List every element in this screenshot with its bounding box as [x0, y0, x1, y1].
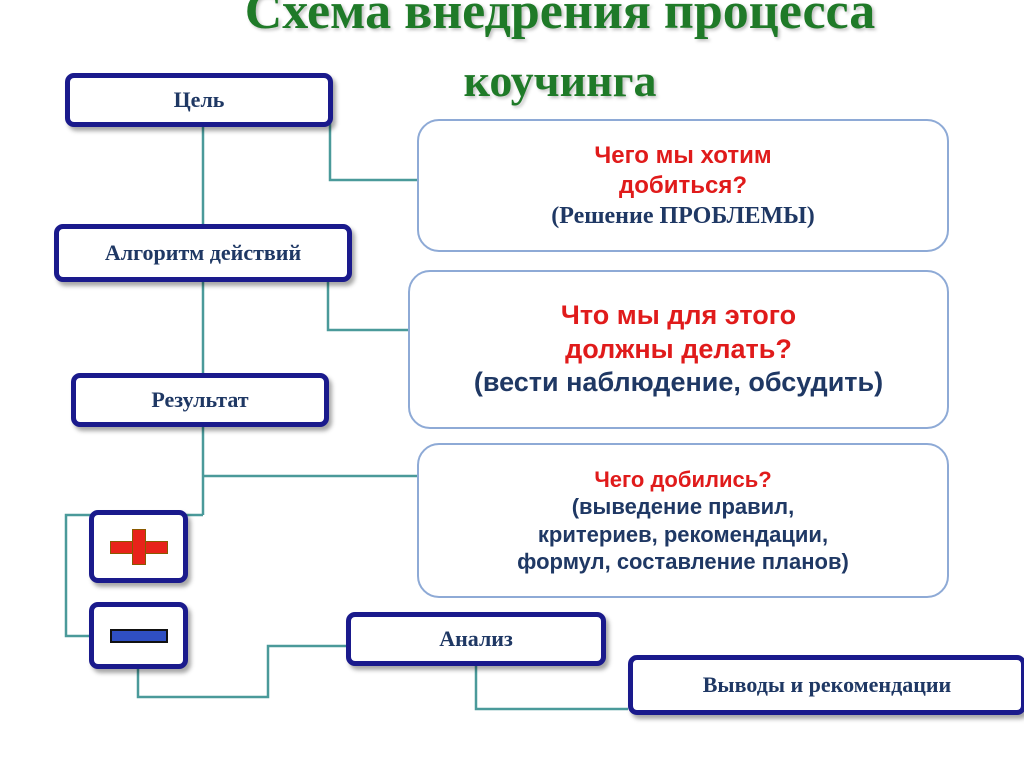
analysis-box: Анализ — [346, 612, 606, 666]
card-detail: критериев, рекомендации, — [537, 521, 829, 547]
card-detail: (Решение ПРОБЛЕМЫ) — [551, 202, 815, 229]
minus-box — [89, 602, 188, 669]
plus-box — [89, 510, 188, 583]
algorithm-card: Что мы для этого должны делать? (вести н… — [408, 270, 949, 429]
card-detail: формул, составление планов) — [517, 549, 849, 574]
goal-to-card1-line — [328, 104, 417, 182]
minus-icon — [109, 628, 168, 643]
algorithm-box: Алгоритм действий — [54, 224, 352, 282]
result-box: Результат — [71, 373, 329, 427]
conclusions-box: Выводы и рекомендации — [628, 655, 1024, 715]
card-question: добиться? — [619, 171, 747, 199]
goal-label: Цель — [173, 87, 225, 112]
plus-icon — [109, 528, 168, 565]
goal-card: Чего мы хотим добиться? (Решение ПРОБЛЕМ… — [417, 119, 949, 252]
minus-to-analysis-line — [136, 644, 346, 699]
card-question: Что мы для этого — [560, 299, 797, 330]
analysis-to-conclusions-line — [474, 666, 628, 711]
page-subtitle: коучинга — [463, 55, 657, 106]
result-label: Результат — [151, 387, 249, 412]
card-question: Чего мы хотим — [594, 141, 772, 169]
card-detail: (вести наблюдение, обсудить) — [473, 367, 884, 398]
page-title: Схема внедрения процесса — [244, 0, 876, 40]
algo-to-card2-line — [326, 262, 408, 332]
goal-box: Цель — [65, 73, 333, 127]
analysis-label: Анализ — [439, 626, 513, 651]
card-question: Чего добились? — [594, 466, 772, 492]
conclusions-label: Выводы и рекомендации — [702, 672, 952, 697]
card-detail: (выведение правил, — [571, 494, 795, 519]
algorithm-label: Алгоритм действий — [104, 240, 302, 265]
result-card: Чего добились? (выведение правил, критер… — [417, 443, 949, 598]
card-question: должны делать? — [565, 333, 792, 364]
